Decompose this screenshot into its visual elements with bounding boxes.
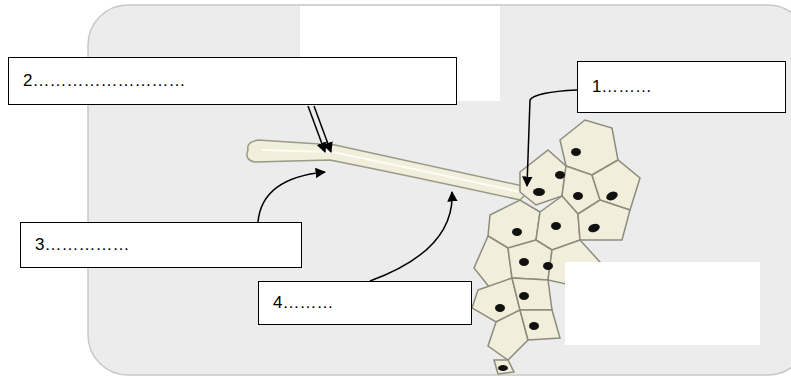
callout-label: 3…………… — [35, 235, 291, 255]
duct-lumen — [262, 150, 520, 192]
label-box: 1……… — [577, 61, 786, 113]
callout-label: 1……… — [592, 77, 775, 97]
callout-label: 2……………………… — [23, 71, 446, 91]
duct — [247, 140, 532, 200]
callout-label: 4……… — [273, 293, 461, 313]
leader-lines — [258, 90, 577, 281]
label-box: 3…………… — [20, 222, 302, 268]
label-box: 4……… — [258, 281, 472, 325]
label-box: 2……………………… — [8, 57, 457, 105]
blank-patch — [565, 262, 760, 345]
